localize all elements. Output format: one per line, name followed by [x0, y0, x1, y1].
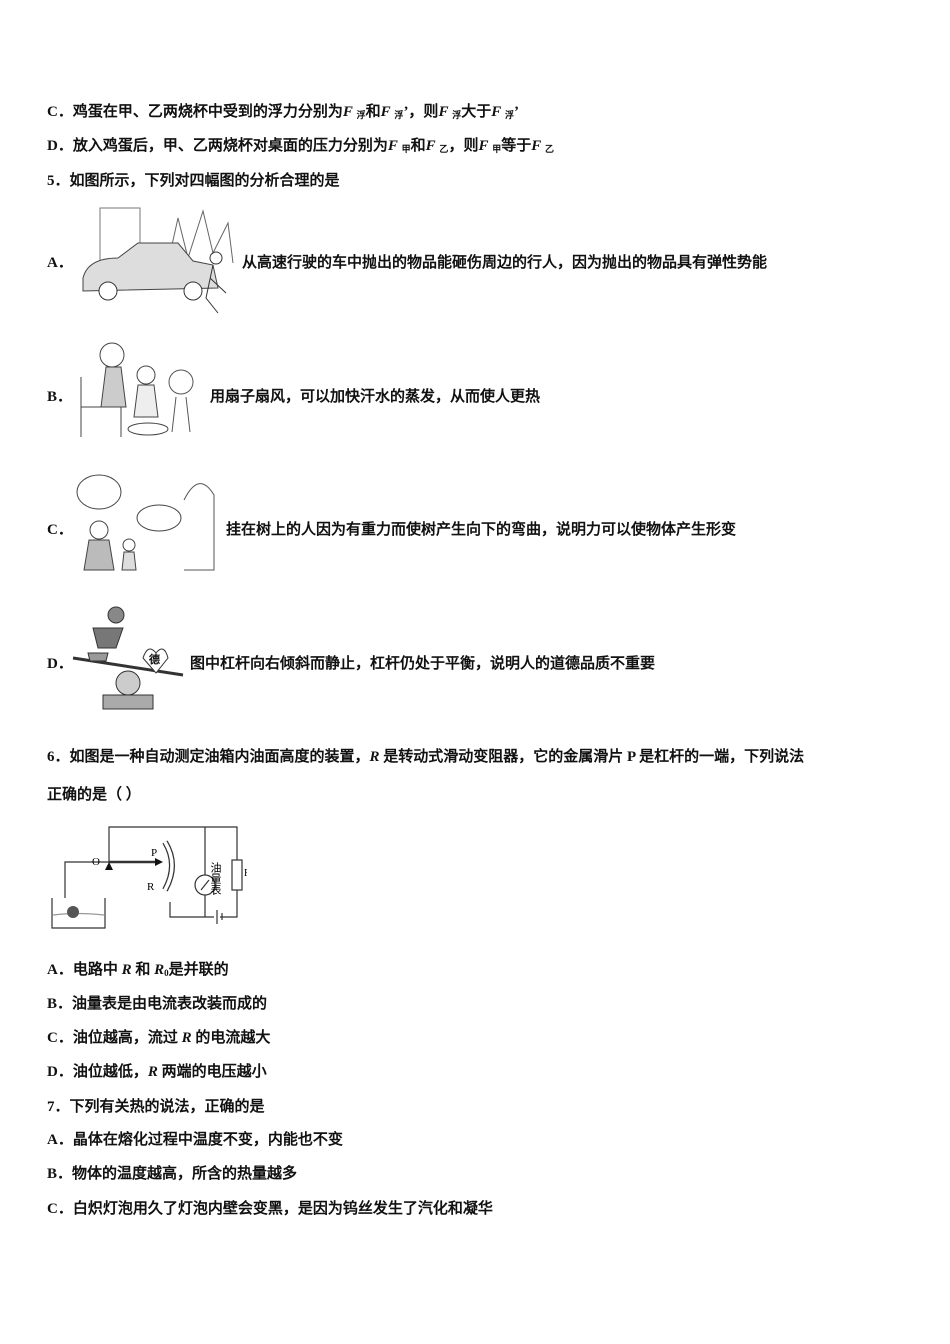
text: 是并联的	[168, 962, 229, 978]
text: 白炽灯泡用久了灯泡内壁会变黑，是因为钨丝发生了汽化和凝华	[72, 1201, 493, 1217]
subscript: 甲	[401, 144, 411, 154]
pivot-label-o: O	[92, 856, 100, 868]
symbol: R	[121, 962, 132, 978]
text: 油位越高，流过	[72, 1030, 182, 1046]
text: 和	[410, 138, 426, 154]
text: 的电流越大	[191, 1030, 271, 1046]
subscript: 0	[164, 968, 169, 978]
fan-figure	[80, 342, 194, 437]
q6-option-a: A．电路中 R 和 R0是并联的	[47, 960, 229, 983]
option-label: C．	[47, 1030, 73, 1046]
text: 晶体在熔化过程中温度不变，内能也不变	[72, 1132, 343, 1148]
text: 油量表是由电流表改装而成的	[72, 996, 268, 1012]
text: 鸡蛋在甲、乙两烧杯中受到的浮力分别为	[72, 104, 343, 120]
option-label: D．	[47, 1064, 73, 1080]
q5-option-c-text: 挂在树上的人因为有重力而使树产生向下的弯曲，说明力可以使物体产生形变	[226, 522, 737, 538]
option-label: B．	[47, 1166, 73, 1182]
text: ’	[514, 104, 520, 120]
subscript: 浮	[452, 110, 462, 120]
q7-option-b: B．物体的温度越高，所含的热量越多	[47, 1164, 297, 1184]
q5-option-c-label: C．	[47, 522, 73, 538]
option-label: C．	[47, 1201, 73, 1217]
q7-option-a: A．晶体在熔化过程中温度不变，内能也不变	[47, 1130, 343, 1150]
text: 和	[131, 962, 155, 978]
symbol: F	[491, 104, 502, 120]
q6-option-b: B．油量表是由电流表改装而成的	[47, 994, 267, 1014]
subscript: 浮	[505, 110, 515, 120]
symbol: R	[147, 1064, 158, 1080]
text: 物体的温度越高，所含的热量越多	[72, 1166, 298, 1182]
option-label: A．	[47, 1132, 73, 1148]
symbol: R	[369, 749, 380, 765]
q5-option-d-label: D．	[47, 656, 73, 672]
q5-option-a-text: 从高速行驶的车中抛出的物品能砸伤周边的行人，因为抛出的物品具有弹性势能	[242, 255, 768, 271]
subscript: 甲	[492, 144, 502, 154]
symbol: F	[425, 138, 436, 154]
resistor-label-r: R	[147, 881, 155, 893]
slider-label-p: P	[151, 847, 157, 859]
subscript: 乙	[545, 144, 555, 154]
symbol: F	[387, 138, 398, 154]
symbol: F	[478, 138, 489, 154]
option-label: D．	[47, 138, 73, 154]
q7-stem: 7．下列有关热的说法，正确的是	[47, 1099, 265, 1115]
text: 两端的电压越小	[157, 1064, 267, 1080]
q5-option-d-text: 图中杠杆向右倾斜而静止，杠杆仍处于平衡，说明人的道德品质不重要	[190, 656, 656, 672]
oil-gauge-circuit-diagram: O P R 油量表 R0	[51, 826, 247, 929]
q6-stem-line2: 正确的是（ ）	[47, 787, 141, 803]
symbol: R	[154, 962, 165, 978]
q6-option-c: C．油位越高，流过 R 的电流越大	[47, 1028, 270, 1048]
text: 放入鸡蛋后，甲、乙两烧杯对桌面的压力分别为	[72, 138, 388, 154]
symbol: R	[181, 1030, 192, 1046]
option-label: C．	[47, 104, 73, 120]
text: 电路中	[72, 962, 122, 978]
q4-option-c: C．鸡蛋在甲、乙两烧杯中受到的浮力分别为F 浮和F 浮’，则F 浮大于F 浮’	[47, 102, 519, 125]
subscript: 浮	[394, 110, 404, 120]
symbol: F	[531, 138, 542, 154]
q5-option-b-label: B．	[47, 389, 73, 405]
text: ’，则	[403, 104, 439, 120]
r0-label: R0	[244, 868, 247, 880]
subscript: 浮	[356, 110, 366, 120]
symbol: F	[380, 104, 391, 120]
text: 等于	[501, 138, 532, 154]
virtue-label: 德	[148, 652, 160, 666]
q5-option-b-text: 用扇子扇风，可以加快汗水的蒸发，从而使人更热	[210, 389, 541, 405]
text: ，则	[448, 138, 479, 154]
symbol: F	[438, 104, 449, 120]
text: 油位越低，	[72, 1064, 148, 1080]
text: 和	[365, 104, 381, 120]
q6-option-d: D．油位越低，R 两端的电压越小	[47, 1062, 267, 1082]
car-throwing-figure	[82, 207, 234, 314]
oil-meter-label: 油量表	[209, 861, 222, 896]
symbol: F	[342, 104, 353, 120]
q7-option-c: C．白炽灯泡用久了灯泡内壁会变黑，是因为钨丝发生了汽化和凝华	[47, 1199, 493, 1219]
text: 是转动式滑动变阻器，它的金属滑片 P 是杠杆的一端，下列说法	[383, 749, 805, 765]
text: 大于	[461, 104, 492, 120]
lever-scale-figure: 德	[72, 606, 184, 710]
q4-option-d: D．放入鸡蛋后，甲、乙两烧杯对桌面的压力分别为F 甲和F 乙，则F 甲等于F 乙	[47, 136, 554, 159]
q5-stem: 5．如图所示，下列对四幅图的分析合理的是	[47, 173, 340, 189]
subscript: 乙	[439, 144, 449, 154]
option-label: A．	[47, 962, 73, 978]
q6-stem-line1: 6．如图是一种自动测定油箱内油面高度的装置，R 是转动式滑动变阻器，它的金属滑片…	[47, 747, 804, 767]
tree-figure	[76, 474, 215, 571]
r0-symbol: R	[244, 868, 247, 879]
option-label: B．	[47, 996, 73, 1012]
q5-option-a-label: A．	[47, 255, 73, 271]
text: 6．如图是一种自动测定油箱内油面高度的装置，	[47, 749, 370, 765]
